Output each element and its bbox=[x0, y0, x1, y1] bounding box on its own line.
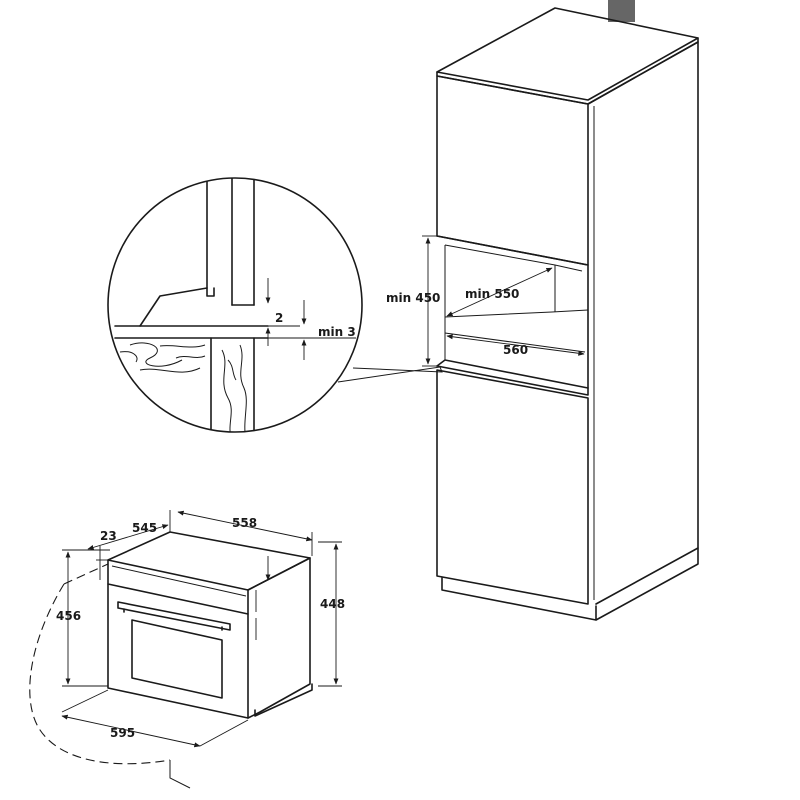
niche-width-dimension bbox=[446, 334, 585, 356]
detail-magnifier: 2 min 3 bbox=[107, 177, 363, 433]
top-width-dimension bbox=[177, 510, 313, 542]
min-gap-label: min 3 bbox=[318, 325, 356, 339]
niche-height-dimension bbox=[422, 235, 438, 367]
gap-dimension bbox=[254, 278, 300, 346]
cabinet-side bbox=[587, 41, 699, 605]
oven-niche bbox=[436, 235, 589, 396]
oven-top bbox=[107, 531, 311, 591]
niche-depth-label: min 550 bbox=[465, 287, 519, 301]
oven-side bbox=[247, 557, 311, 719]
body-height-dimension bbox=[318, 541, 342, 687]
niche-depth-dimension bbox=[446, 267, 553, 317]
chimney-block bbox=[608, 0, 635, 22]
cabinet-plinth bbox=[441, 547, 699, 621]
gap-label: 2 bbox=[275, 311, 283, 325]
min-gap-dimension bbox=[268, 300, 356, 360]
swing-tick bbox=[169, 760, 191, 789]
panel-thickness-label: 23 bbox=[100, 529, 117, 543]
door-swing-arc bbox=[29, 583, 171, 765]
width-label: 595 bbox=[110, 726, 135, 740]
side-ticks bbox=[255, 556, 271, 640]
oven-handle bbox=[117, 601, 231, 631]
niche-width-label: 560 bbox=[503, 343, 528, 357]
oven-window bbox=[131, 619, 223, 699]
detail-leader bbox=[337, 366, 443, 383]
oven: 545 558 23 456 448 bbox=[29, 510, 345, 789]
control-panel bbox=[107, 559, 249, 615]
cabinet-top bbox=[436, 7, 699, 101]
magnifier-circle bbox=[107, 177, 363, 433]
height-dimension bbox=[62, 549, 110, 687]
lower-door bbox=[436, 369, 589, 605]
niche-height-label: min 450 bbox=[386, 291, 440, 305]
width-dimension bbox=[61, 689, 249, 748]
tall-cabinet: min 450 min 550 560 bbox=[337, 0, 699, 621]
oven-door bbox=[107, 583, 249, 719]
body-height-label: 448 bbox=[320, 597, 345, 611]
top-width-label: 558 bbox=[232, 516, 257, 530]
height-label: 456 bbox=[56, 609, 81, 623]
upper-door bbox=[436, 75, 589, 266]
top-depth-label: 545 bbox=[132, 521, 157, 535]
top-depth-dimension bbox=[87, 524, 169, 550]
